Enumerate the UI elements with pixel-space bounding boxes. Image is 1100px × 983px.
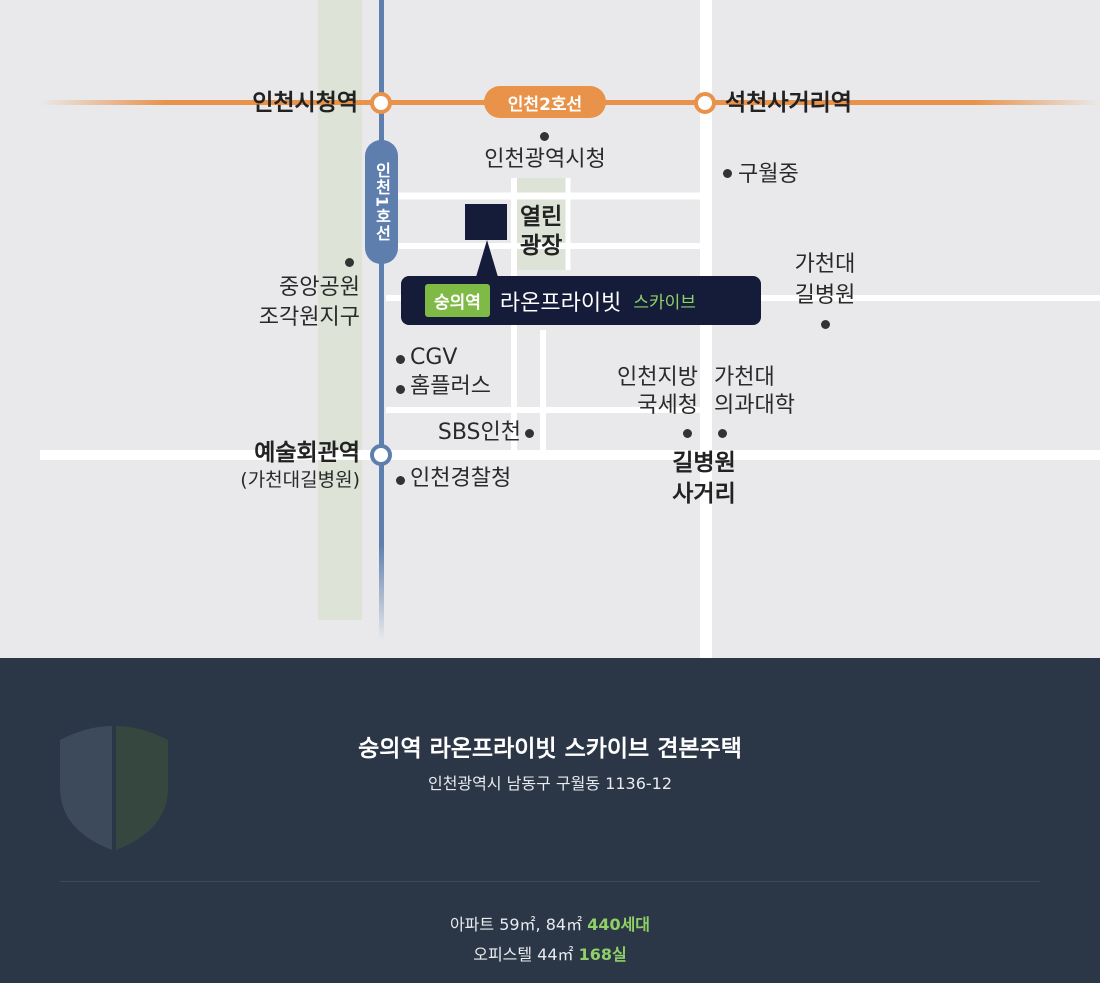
landmark-dot bbox=[718, 429, 727, 438]
station-incheon-city-hall-label: 인천시청역 bbox=[252, 90, 358, 116]
landmark-gachon-hosp-line2: 길병원 bbox=[794, 283, 856, 308]
shield-icon bbox=[60, 726, 168, 850]
line1-badge: 인천1호선 bbox=[365, 140, 398, 264]
line1-track bbox=[379, 0, 384, 640]
info-apartment-row: 아파트 59㎡, 84㎡ 440세대 bbox=[0, 911, 1100, 935]
landmark-dot bbox=[821, 320, 830, 329]
landmark-homeplus: 홈플러스 bbox=[410, 374, 491, 399]
station-seokcheon-marker bbox=[694, 92, 716, 114]
landmark-dot bbox=[396, 476, 405, 485]
landmark-gachon-med-line1: 가천대 bbox=[714, 365, 775, 390]
station-arts-center-marker bbox=[370, 444, 392, 466]
station-arts-center-label: 예술회관역 bbox=[254, 440, 360, 466]
landmark-dot bbox=[540, 132, 549, 141]
landmark-police: 인천경찰청 bbox=[410, 466, 512, 491]
info-title: 숭의역 라온프라이빗 스카이브 견본주택 bbox=[358, 736, 742, 762]
landmark-dot bbox=[396, 385, 405, 394]
site-name: 라온프라이빗 bbox=[499, 290, 622, 316]
officetel-spec: 오피스텔 44㎡ bbox=[473, 945, 574, 964]
landmark-sbs: SBS인천 bbox=[437, 420, 521, 445]
landmark-guwol-ms: 구월중 bbox=[738, 162, 799, 187]
landmark-open-square-line2: 광장 bbox=[520, 233, 563, 259]
site-marker bbox=[465, 204, 507, 240]
landmark-tax-office-line1: 인천지방 bbox=[617, 365, 698, 390]
station-incheon-city-hall-marker bbox=[370, 92, 392, 114]
landmark-gil-intersection-line2: 사거리 bbox=[672, 481, 736, 507]
site-callout: 숭의역 라온프라이빗 스카이브 bbox=[401, 276, 761, 325]
info-address: 인천광역시 남동구 구월동 1136-12 bbox=[427, 774, 673, 793]
info-panel bbox=[0, 658, 1100, 983]
landmark-central-park-line2: 조각원지구 bbox=[258, 305, 360, 330]
site-station-tag: 숭의역 bbox=[425, 284, 490, 317]
landmark-gachon-hosp-line1: 가천대 bbox=[794, 252, 856, 277]
location-map: 인천2호선 인천1호선 인천시청역 석천사거리역 예술회관역 (가천대길병원) … bbox=[40, 0, 1100, 658]
landmark-dot bbox=[723, 169, 732, 178]
landmark-gachon-med-line2: 의과대학 bbox=[714, 393, 795, 418]
landmark-gil-intersection-line1: 길병원 bbox=[672, 450, 736, 476]
site-callout-pointer bbox=[476, 240, 498, 277]
landmark-cgv: CGV bbox=[410, 345, 458, 370]
info-officetel-row: 오피스텔 44㎡ 168실 bbox=[0, 941, 1100, 965]
info-divider bbox=[60, 881, 1040, 882]
apt-spec: 아파트 59㎡, 84㎡ bbox=[449, 915, 583, 934]
landmark-tax-office-line2: 국세청 bbox=[637, 393, 698, 418]
landmark-dot bbox=[525, 429, 534, 438]
site-sub-name: 스카이브 bbox=[633, 293, 696, 313]
landmark-open-square-line1: 열린 bbox=[520, 204, 563, 230]
landmark-dot bbox=[683, 429, 692, 438]
landmark-central-park-line1: 중앙공원 bbox=[279, 275, 360, 300]
station-arts-center-sub-label: (가천대길병원) bbox=[240, 469, 360, 491]
landmark-metro-city-hall: 인천광역시청 bbox=[484, 147, 606, 172]
officetel-units: 168실 bbox=[578, 945, 627, 964]
landmark-dot bbox=[396, 355, 405, 364]
line2-badge: 인천2호선 bbox=[484, 86, 606, 118]
apt-units: 440세대 bbox=[587, 915, 651, 934]
landmark-dot bbox=[345, 258, 354, 267]
station-seokcheon-label: 석천사거리역 bbox=[725, 90, 852, 116]
